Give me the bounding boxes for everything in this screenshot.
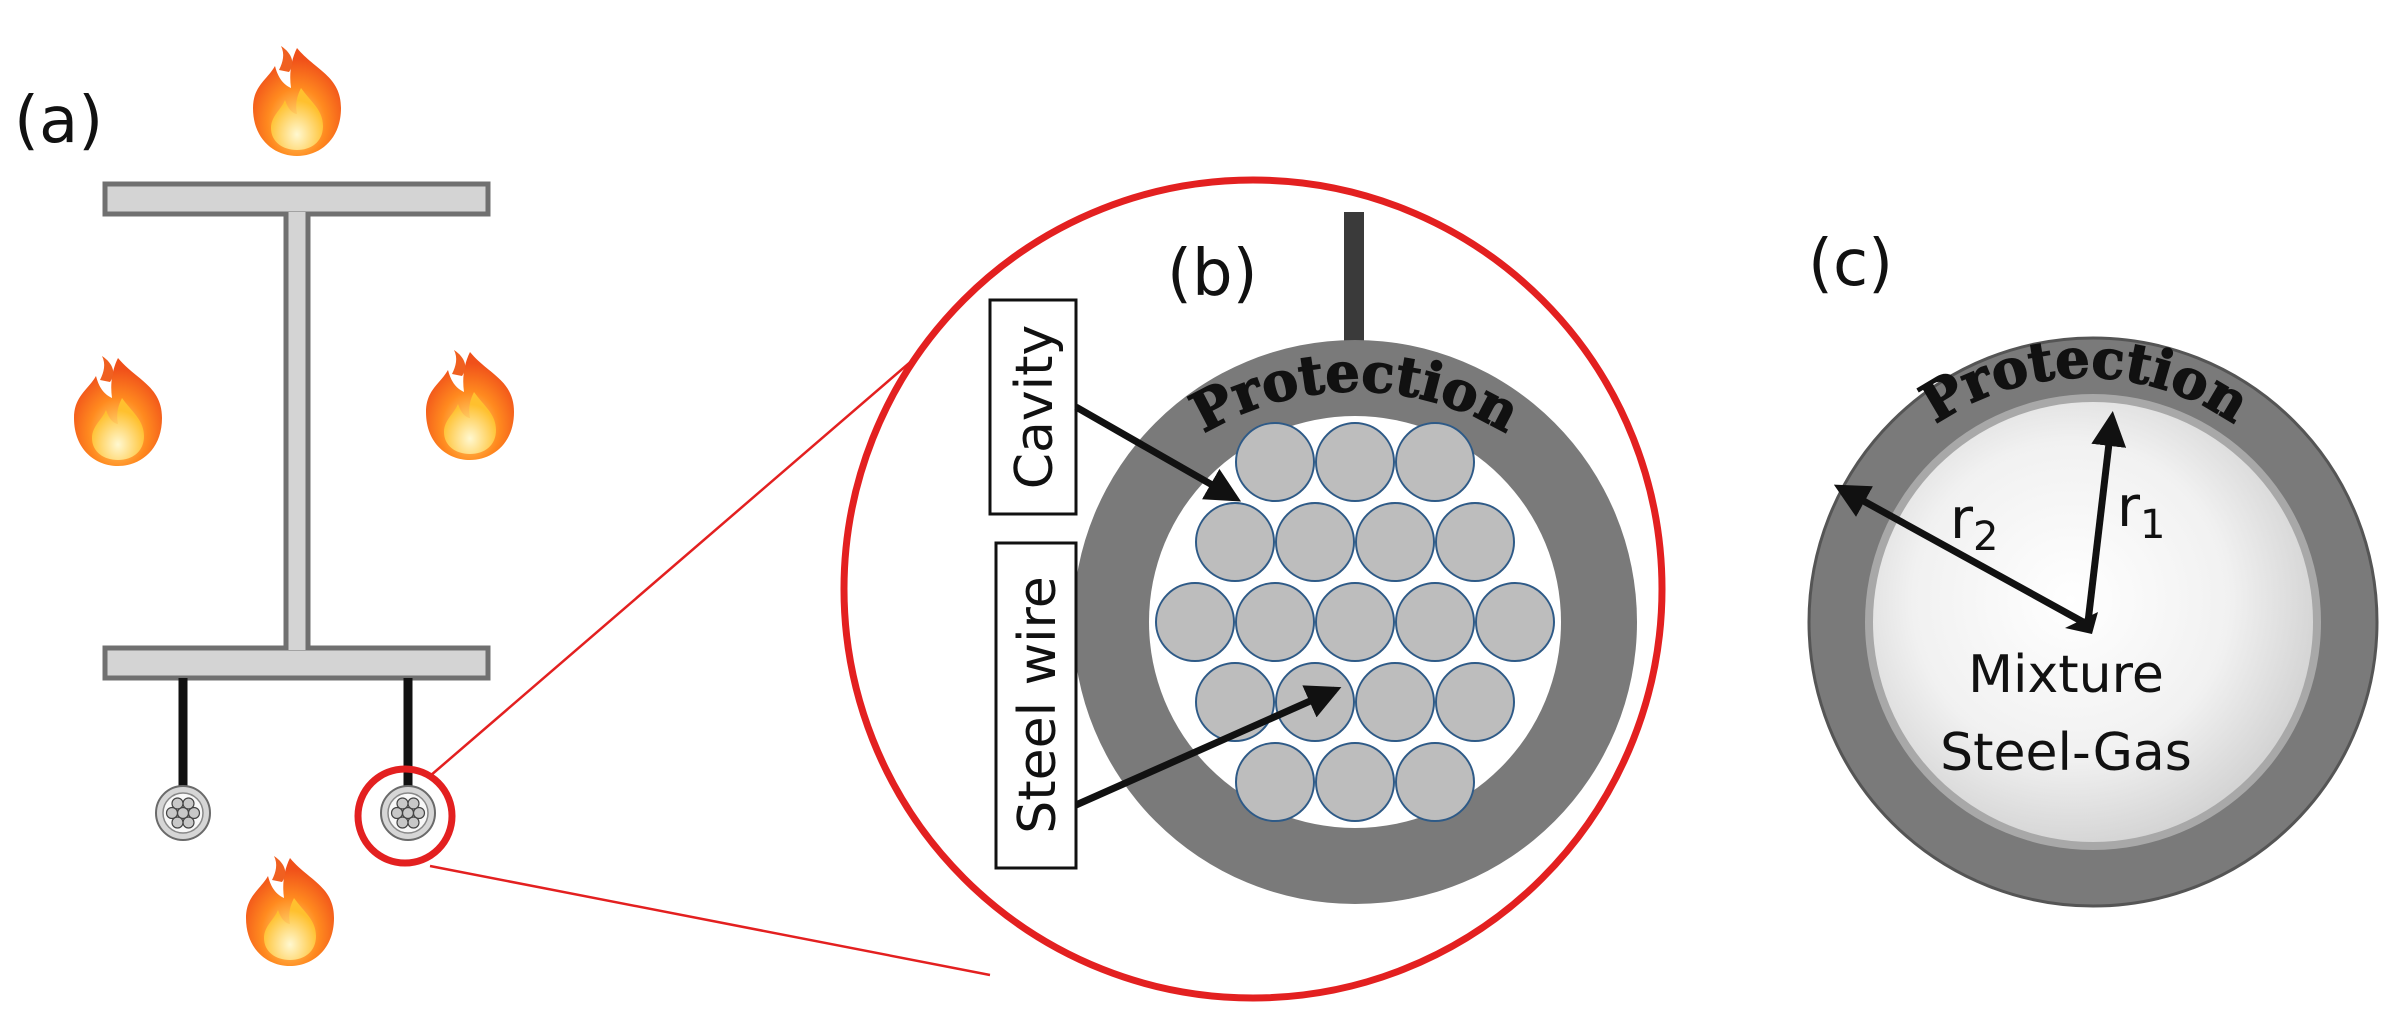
r1-arrow xyxy=(2084,411,2127,623)
panel-b-label: (b) xyxy=(1167,237,1258,311)
highlight-circle xyxy=(354,765,456,867)
steel-wire-strand xyxy=(1315,742,1395,822)
steel-wire-strand xyxy=(1195,662,1275,742)
steel-wire-strand xyxy=(1235,582,1315,662)
steel-wire-strand xyxy=(1235,742,1315,822)
cavity-label-box: Cavity xyxy=(988,298,1078,516)
zoom-line-bottom xyxy=(429,864,991,977)
steel-wire-strand xyxy=(1395,422,1475,502)
panel-a: (a) xyxy=(14,46,514,966)
mixture-label-line1: Mixture xyxy=(1968,645,2164,705)
steel-wire-strand xyxy=(1235,422,1315,502)
steel-wire-label-box: Steel wire xyxy=(994,541,1078,870)
r1-label: r1 xyxy=(2117,475,2165,548)
fire-icon xyxy=(426,350,514,460)
fire-icon xyxy=(246,856,334,966)
steel-wire-arrow xyxy=(1074,685,1342,809)
steel-wire-strand xyxy=(1315,422,1395,502)
r2-label: r2 xyxy=(1950,487,1998,560)
zoom-line-top xyxy=(429,301,981,777)
panel-b: (b) Protection Cavity Steel wire xyxy=(840,176,1666,1002)
arrow-origin xyxy=(2065,612,2098,634)
steel-wire-bundle xyxy=(1155,422,1555,822)
panel-a-label: (a) xyxy=(14,84,103,158)
panel-c-label: (c) xyxy=(1808,227,1893,301)
cavity-arrow xyxy=(1074,403,1242,502)
steel-wire-strand xyxy=(1395,742,1475,822)
fire-icon xyxy=(74,356,162,466)
steel-wire-strand xyxy=(1435,502,1515,582)
steel-wire-strand xyxy=(1155,582,1235,662)
steel-wire-strand xyxy=(1395,582,1475,662)
mixture-label-line2: Steel-Gas xyxy=(1940,723,2192,783)
steel-wire-strand xyxy=(1355,502,1435,582)
fire-icon xyxy=(253,46,341,156)
steel-wire-strand xyxy=(1475,582,1555,662)
steel-wire-strand xyxy=(1195,502,1275,582)
cavity-label: Cavity xyxy=(1005,325,1065,490)
steel-wire-strand xyxy=(1355,662,1435,742)
panel-c: (c) Protection r2 r1 Mixture Steel-Gas xyxy=(1807,227,2379,908)
steel-i-beam xyxy=(102,181,491,681)
steel-wire-label: Steel wire xyxy=(1008,576,1068,834)
cable-section-icon xyxy=(155,785,211,841)
steel-wire-strand xyxy=(1435,662,1515,742)
cable-section-icon xyxy=(380,785,436,841)
steel-wire-strand xyxy=(1275,502,1355,582)
steel-wire-strand xyxy=(1315,582,1395,662)
r2-arrow xyxy=(1833,484,2085,626)
